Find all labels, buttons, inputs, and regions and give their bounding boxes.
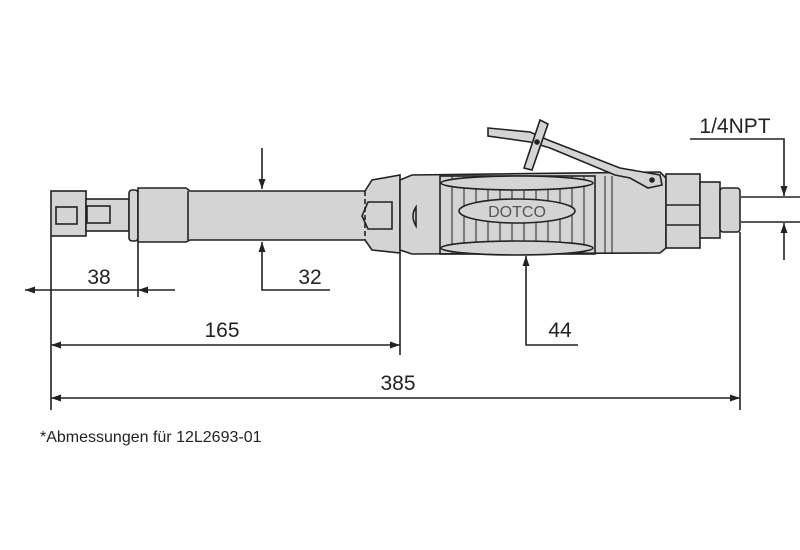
front-housing xyxy=(137,174,401,254)
dim-385: 385 xyxy=(380,372,415,395)
collet xyxy=(50,190,87,237)
dimension-lines xyxy=(25,138,788,410)
dim-1-4npt: 1/4NPT xyxy=(699,115,770,138)
dim-38: 38 xyxy=(87,266,110,289)
grinder-outline xyxy=(50,118,741,256)
brand-label: DOTCO xyxy=(488,204,546,221)
footnote: *Abmessungen für 12L2693-01 xyxy=(40,429,262,446)
hose xyxy=(741,196,800,223)
throttle-lever xyxy=(487,127,663,189)
air-inlet xyxy=(719,187,741,233)
rear-cap xyxy=(665,173,701,249)
dim-165: 165 xyxy=(204,319,239,342)
dim-44: 44 xyxy=(548,319,572,342)
lock-nut xyxy=(128,189,139,242)
spindle xyxy=(85,198,130,232)
brand-plate xyxy=(458,198,576,224)
dim-32: 32 xyxy=(298,266,321,289)
safety-lever xyxy=(522,118,549,171)
